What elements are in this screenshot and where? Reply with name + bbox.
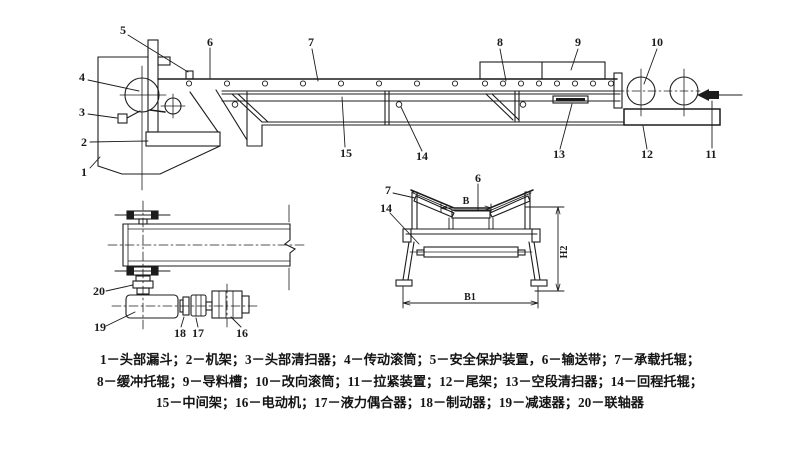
buffer-idlers xyxy=(481,80,615,87)
head-hopper xyxy=(97,56,221,175)
callout-7b: 7 xyxy=(385,183,391,197)
return-idlers xyxy=(231,101,527,108)
callout-6b: 6 xyxy=(475,171,481,185)
frame-post xyxy=(384,90,390,126)
callout-3: 3 xyxy=(79,105,85,119)
callout-20: 20 xyxy=(93,284,105,298)
left-leg xyxy=(402,241,415,281)
bearing-block-top xyxy=(114,210,171,225)
return-idler xyxy=(409,246,533,258)
middle-frame xyxy=(221,90,625,126)
carrying-idlers xyxy=(185,80,459,87)
callout-14: 14 xyxy=(416,149,428,163)
empty-section-cleaner xyxy=(552,95,589,104)
dim-label-B: B xyxy=(463,196,470,207)
drive-pulley xyxy=(119,65,167,191)
callout-18: 18 xyxy=(174,326,186,340)
cross-section-diagram: 6 7 14 B B1 H2 xyxy=(380,171,570,309)
loading-chute xyxy=(479,61,606,80)
callout-14b: 14 xyxy=(380,201,392,215)
cross-section-callouts: 6 7 14 B B1 H2 xyxy=(380,171,570,303)
parts-legend-caption: 1－头部漏斗；2－机架；3－头部清扫器；4－传动滚筒；5－安全保护装置，6－输送… xyxy=(0,349,800,414)
cross-section-leaders xyxy=(389,183,479,245)
reducer xyxy=(125,294,179,319)
dim-label-H2: H2 xyxy=(559,246,570,259)
right-leg xyxy=(528,241,541,281)
head-cleaner xyxy=(117,110,141,124)
tail-assembly xyxy=(613,68,721,126)
callout-1: 1 xyxy=(81,165,87,179)
tail-frame xyxy=(623,108,721,126)
caption-line-1: 1－头部漏斗；2－机架；3－头部清扫器；4－传动滚筒；5－安全保护装置，6－输送… xyxy=(99,352,701,367)
head-beam xyxy=(145,131,221,147)
dimension-B xyxy=(440,203,492,213)
head-frame xyxy=(145,39,263,147)
snub-pulley xyxy=(149,93,186,119)
callout-2: 2 xyxy=(81,135,87,149)
caption-line-2: 8－缓冲托辊；9－导料槽；10－改向滚筒；11－拉紧装置；12－尾架；13－空段… xyxy=(97,373,703,389)
callout-5: 5 xyxy=(120,23,126,37)
brake xyxy=(179,296,190,316)
take-up-device xyxy=(697,89,743,101)
drive-drum xyxy=(122,204,297,291)
frame-brace xyxy=(231,93,269,123)
callout-10: 10 xyxy=(651,35,663,49)
trough-idlers xyxy=(411,191,531,230)
callout-11: 11 xyxy=(705,147,716,161)
bearing-block-bottom xyxy=(114,266,171,276)
callout-19: 19 xyxy=(94,320,106,334)
tail-bracket xyxy=(613,72,623,109)
dimension-H2 xyxy=(524,206,565,292)
safety-device xyxy=(185,70,194,80)
drive-unit-callouts: 20 19 18 17 16 xyxy=(93,284,248,340)
callout-4: 4 xyxy=(79,70,85,84)
hydraulic-coupling xyxy=(190,294,213,317)
frame-brace xyxy=(485,93,520,121)
dimension-B1 xyxy=(402,286,539,309)
drive-unit-leaders xyxy=(105,284,242,328)
side-view-diagram: 1 2 3 4 5 6 7 8 9 10 11 12 13 14 15 xyxy=(79,23,743,191)
shaft-coupling xyxy=(132,275,154,295)
side-view-leaders xyxy=(87,34,713,169)
dim-label-B1: B1 xyxy=(464,292,476,303)
callout-17: 17 xyxy=(192,326,204,340)
motor xyxy=(211,290,250,319)
callout-12: 12 xyxy=(641,147,653,161)
drive-unit-diagram: 20 19 18 17 16 xyxy=(93,200,306,340)
left-foot xyxy=(395,279,413,287)
side-view-callouts: 1 2 3 4 5 6 7 8 9 10 11 12 13 14 15 xyxy=(79,23,717,179)
right-foot xyxy=(530,279,548,287)
callout-15: 15 xyxy=(340,146,352,160)
callout-16: 16 xyxy=(236,326,248,340)
callout-7: 7 xyxy=(308,35,314,49)
callout-8: 8 xyxy=(497,35,503,49)
callout-13: 13 xyxy=(553,147,565,161)
caption-line-3: 15－中间架；16－电动机；17－液力偶合器；18－制动器；19－减速器；20－… xyxy=(156,395,644,410)
callout-9: 9 xyxy=(575,35,581,49)
callout-6: 6 xyxy=(207,35,213,49)
